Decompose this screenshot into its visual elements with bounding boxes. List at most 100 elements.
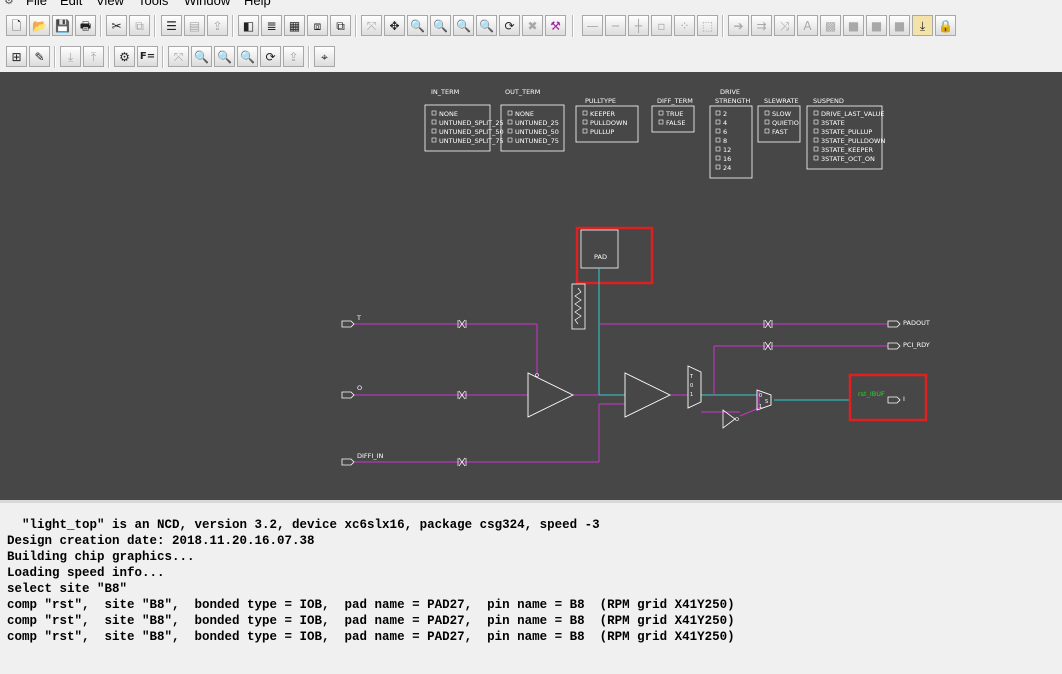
checkbox[interactable] xyxy=(813,110,819,116)
panel-icon[interactable]: ◧ xyxy=(238,15,259,36)
checkbox[interactable] xyxy=(715,155,721,161)
layers-icon[interactable]: ⧈ xyxy=(307,15,328,36)
expand-icon[interactable]: ✥ xyxy=(384,15,405,36)
print-icon[interactable]: 🖶 xyxy=(75,15,96,36)
export-icon[interactable]: ⇪ xyxy=(283,46,304,67)
port-padout[interactable] xyxy=(887,320,901,328)
checkbox[interactable] xyxy=(431,128,437,134)
tools-icon[interactable]: ⚙ xyxy=(114,46,135,67)
stop-icon[interactable]: ✖ xyxy=(522,15,543,36)
menu-tools[interactable]: Tools xyxy=(138,0,169,8)
zoom-in-icon[interactable]: 🔍 xyxy=(430,15,451,36)
checkbox[interactable] xyxy=(715,110,721,116)
checkbox[interactable] xyxy=(715,128,721,134)
output-mux[interactable] xyxy=(756,389,772,411)
menu-window[interactable]: Window xyxy=(184,0,231,8)
zoom-fit-icon[interactable]: 🔍 xyxy=(453,15,474,36)
menu-file[interactable]: File xyxy=(26,0,47,8)
checkbox[interactable] xyxy=(813,128,819,134)
probe-icon[interactable]: ⌖ xyxy=(314,46,335,67)
checkbox[interactable] xyxy=(715,119,721,125)
refresh-icon[interactable]: ⟳ xyxy=(499,15,520,36)
list-view-icon[interactable]: ≣ xyxy=(261,15,282,36)
download-icon[interactable]: ⤓ xyxy=(912,15,933,36)
unroute-icon[interactable]: ⤨ xyxy=(774,15,795,36)
doc-icon[interactable]: ▤ xyxy=(184,15,205,36)
checkbox[interactable] xyxy=(715,164,721,170)
bring-up-icon[interactable]: ⤒ xyxy=(83,46,104,67)
wire-h-icon[interactable]: — xyxy=(582,15,603,36)
zoom-in-icon[interactable]: 🔍 xyxy=(214,46,235,67)
checkbox[interactable] xyxy=(582,110,588,116)
netlist-icon[interactable]: ⊞ xyxy=(6,46,27,67)
new-file-icon[interactable]: 🗋 xyxy=(6,15,27,36)
pattern-icon[interactable]: ▩ xyxy=(820,15,841,36)
refresh-icon[interactable]: ⟳ xyxy=(260,46,281,67)
console-panel[interactable]: "light_top" is an NCD, version 3.2, devi… xyxy=(0,500,1062,674)
copy-icon[interactable]: ⧉ xyxy=(129,15,150,36)
port-t[interactable] xyxy=(341,320,355,328)
input-buffer[interactable] xyxy=(624,372,672,418)
function-icon[interactable]: F= xyxy=(137,46,158,67)
checkbox[interactable] xyxy=(431,137,437,143)
checkbox[interactable] xyxy=(507,110,513,116)
menu-help[interactable]: Help xyxy=(244,0,271,8)
checkbox[interactable] xyxy=(507,128,513,134)
fit-icon[interactable]: ⤧ xyxy=(168,46,189,67)
checkbox[interactable] xyxy=(715,146,721,152)
menu-view[interactable]: View xyxy=(96,0,124,8)
export-icon[interactable]: ⇪ xyxy=(207,15,228,36)
grid-icon[interactable]: ▦ xyxy=(284,15,305,36)
bring-down-icon[interactable]: ⤓ xyxy=(60,46,81,67)
pad-box[interactable] xyxy=(580,229,619,269)
site-icon[interactable]: ▫ xyxy=(651,15,672,36)
route-icon[interactable]: ⇉ xyxy=(751,15,772,36)
fit-icon[interactable]: ⤧ xyxy=(361,15,382,36)
checkbox[interactable] xyxy=(813,155,819,161)
port-o[interactable] xyxy=(341,391,355,399)
block1-icon[interactable]: ■ xyxy=(843,15,864,36)
open-folder-icon[interactable]: 📂 xyxy=(29,15,50,36)
zoom-out-icon[interactable]: 🔍 xyxy=(407,15,428,36)
checkbox[interactable] xyxy=(764,110,770,116)
arrow-right-icon[interactable]: ➔ xyxy=(728,15,749,36)
grid-dots-icon[interactable]: ⁘ xyxy=(674,15,695,36)
checkbox[interactable] xyxy=(813,137,819,143)
checkbox[interactable] xyxy=(582,128,588,134)
save-icon[interactable]: 💾 xyxy=(52,15,73,36)
checkbox[interactable] xyxy=(582,119,588,125)
zoom-fit-icon[interactable]: 🔍 xyxy=(237,46,258,67)
checkbox[interactable] xyxy=(431,110,437,116)
port-i[interactable] xyxy=(887,396,901,404)
route-tool-icon[interactable]: ⚒ xyxy=(545,15,566,36)
port-diff-in[interactable] xyxy=(341,458,355,466)
checkbox[interactable] xyxy=(813,146,819,152)
wire-h2-icon[interactable]: ─ xyxy=(605,15,626,36)
checkbox[interactable] xyxy=(507,137,513,143)
text-icon[interactable]: A xyxy=(797,15,818,36)
checkbox[interactable] xyxy=(764,128,770,134)
zoom-select-icon[interactable]: 🔍 xyxy=(476,15,497,36)
edit-pencil-icon[interactable]: ✎ xyxy=(29,46,50,67)
schematic-canvas[interactable]: IN_TERM NONE UNTUNED_SPLIT_25 UNTUNED_SP… xyxy=(0,72,1062,500)
checkbox[interactable] xyxy=(658,119,664,125)
lock-icon[interactable]: 🔒 xyxy=(935,15,956,36)
checkbox[interactable] xyxy=(813,119,819,125)
output-buffer[interactable] xyxy=(527,372,575,418)
block3-icon[interactable]: ■ xyxy=(889,15,910,36)
port-pci-rdy[interactable] xyxy=(887,342,901,350)
checkbox[interactable] xyxy=(715,137,721,143)
block2-icon[interactable]: ■ xyxy=(866,15,887,36)
list-icon[interactable]: ☰ xyxy=(161,15,182,36)
checkbox[interactable] xyxy=(431,119,437,125)
checkbox[interactable] xyxy=(658,110,664,116)
cpu-icon[interactable]: ⬚ xyxy=(697,15,718,36)
windows-icon[interactable]: ⧉ xyxy=(330,15,351,36)
input-mux[interactable] xyxy=(687,365,702,409)
pull-resistor[interactable] xyxy=(571,283,586,330)
menu-edit[interactable]: Edit xyxy=(60,0,83,8)
zoom-out-icon[interactable]: 🔍 xyxy=(191,46,212,67)
checkbox[interactable] xyxy=(764,119,770,125)
checkbox[interactable] xyxy=(507,119,513,125)
inverter[interactable] xyxy=(722,409,736,429)
